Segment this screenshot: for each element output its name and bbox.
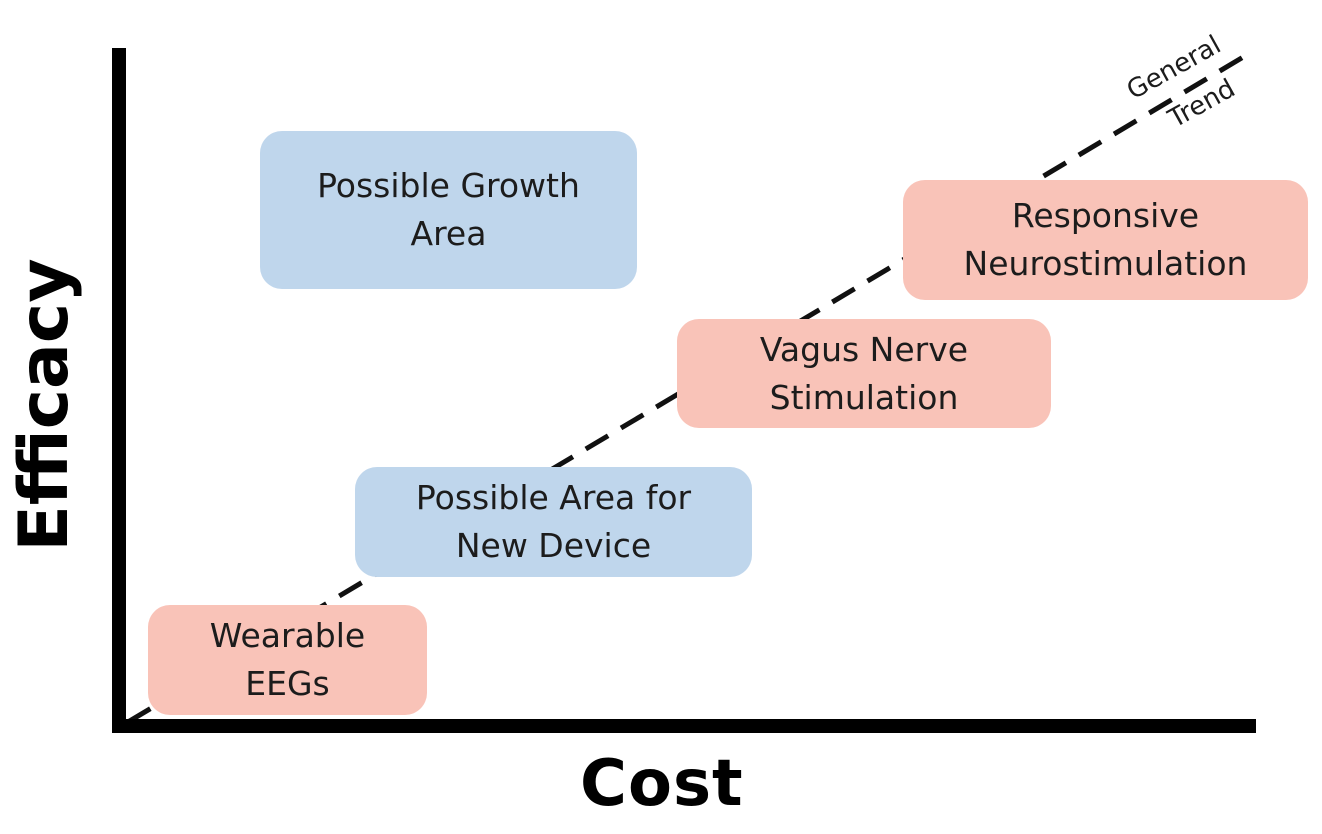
box-label-line: Stimulation <box>769 377 959 417</box>
box-label-line: EEGs <box>245 664 330 703</box>
box-possible-growth-area: Possible Growth Area <box>260 131 637 289</box>
x-axis-label: Cost <box>580 747 744 821</box>
box-label-line: New Device <box>455 526 652 565</box>
box-responsive-neurostimulation: Responsive Neurostimulation <box>903 180 1308 300</box>
box-label-line: Area <box>410 214 487 253</box>
box-label-line: Wearable <box>209 616 366 655</box>
box-wearable-eegs: Wearable EEGs <box>148 605 427 715</box>
y-axis-label: Efficacy <box>5 258 84 552</box>
box-label-line: Vagus Nerve <box>759 329 969 369</box>
box-possible-area-new-device: Possible Area for New Device <box>355 467 752 577</box>
box-vagus-nerve-stimulation: Vagus Nerve Stimulation <box>677 319 1051 428</box>
box-label-line: Neurostimulation <box>963 244 1248 283</box>
box-label-line: Possible Area for <box>415 478 692 517</box>
box-label-line: Possible Growth <box>317 166 580 205</box>
box-label-line: Responsive <box>1011 196 1200 235</box>
